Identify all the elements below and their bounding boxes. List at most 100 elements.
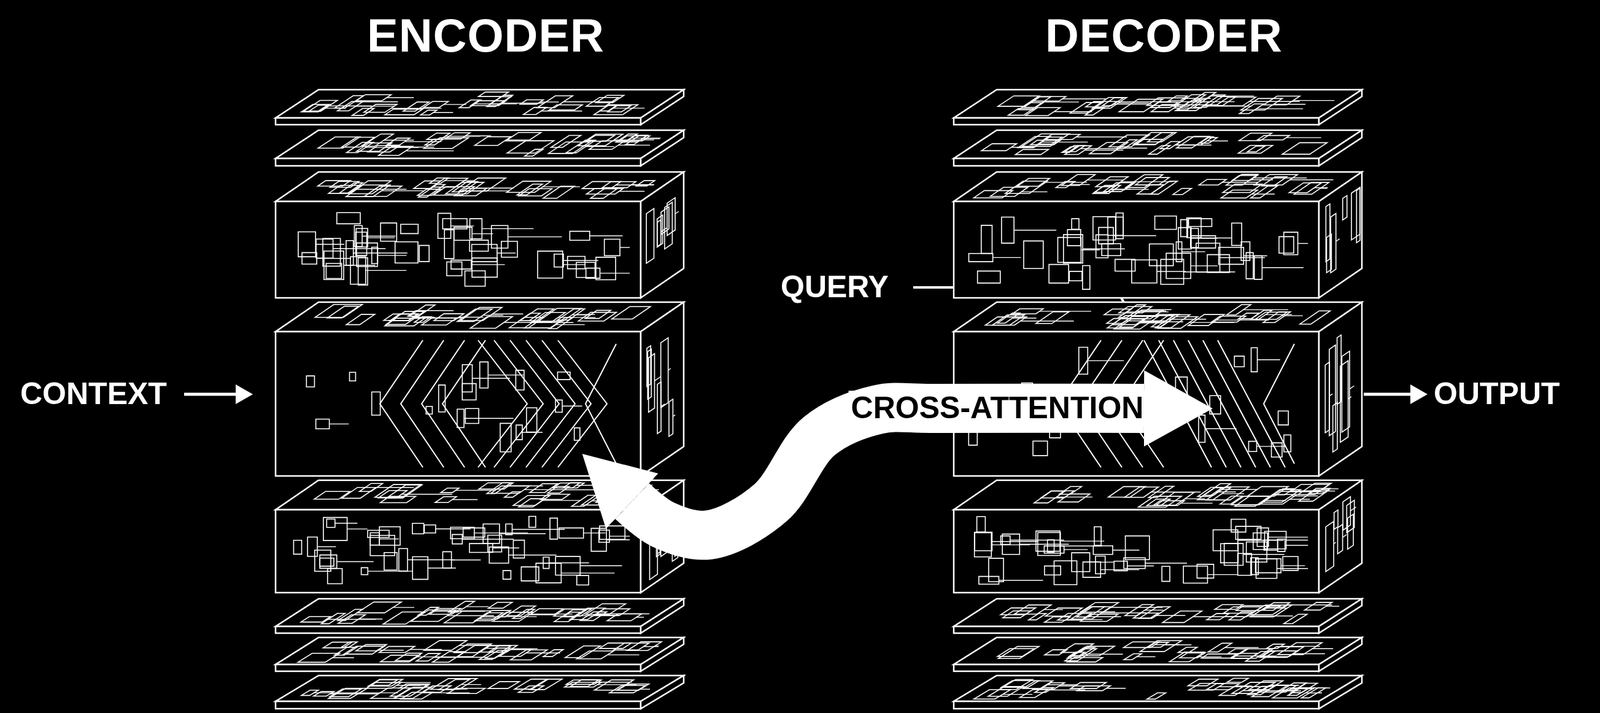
circuit-trace [579, 565, 622, 566]
circuit-chip [1199, 179, 1227, 185]
circuit-trace [392, 606, 415, 607]
circuit-chip [425, 406, 433, 414]
layer-top [275, 479, 684, 510]
circuit-chip [444, 229, 454, 259]
circuit-chip [1282, 142, 1327, 155]
circuit-chip [1329, 344, 1336, 436]
circuit-trace [409, 648, 442, 650]
layer-slab [275, 479, 684, 593]
circuit-trace [1291, 687, 1315, 689]
layer-slab [275, 598, 684, 633]
circuit-chip [1326, 233, 1332, 273]
layer-side [1318, 89, 1362, 125]
circuit-trace [460, 683, 482, 685]
output-label: OUTPUT [1433, 376, 1561, 412]
circuit-chip [316, 238, 334, 258]
circuit-trace [1180, 502, 1213, 504]
circuit-chip [1118, 306, 1152, 313]
circuit-trace [1082, 248, 1125, 250]
circuit-chip [660, 337, 669, 408]
circuit-chip [1234, 355, 1245, 367]
circuit-chip [486, 482, 511, 494]
layer-front [953, 664, 1319, 671]
circuit-trace [1305, 692, 1322, 693]
layer-side [640, 89, 684, 125]
circuit-chip [1277, 538, 1286, 552]
circuit-trace [556, 324, 585, 325]
circuit-trace [1145, 562, 1187, 563]
circuit-chip [1093, 545, 1113, 555]
circuit-trace [1265, 499, 1286, 501]
circuit-trace [1349, 385, 1355, 389]
circuit-chip [442, 551, 452, 568]
input-label: CONTEXT [20, 376, 167, 412]
circuit-trace [367, 570, 413, 571]
circuit-trace [1110, 188, 1131, 190]
query-label: QUERY [780, 269, 889, 306]
circuit-trace [557, 316, 596, 318]
circuit-trace [1191, 237, 1218, 239]
circuit-trace [1062, 98, 1106, 99]
circuit-trace [335, 522, 358, 523]
layer-slab [953, 89, 1362, 125]
layer-top [275, 171, 684, 202]
circuit-chip [1231, 519, 1246, 533]
circuit-chip [648, 353, 655, 412]
circuit-chip [374, 484, 422, 498]
circuit-trace [1049, 689, 1086, 690]
circuit-trace [508, 554, 557, 555]
circuit-trace [1286, 603, 1333, 605]
circuit-trace [1174, 107, 1203, 109]
circuit-chip [1299, 310, 1330, 325]
circuit-chip [322, 238, 341, 266]
chevron-line [541, 340, 592, 468]
circuit-chip [1125, 535, 1150, 560]
circuit-chip [383, 313, 418, 320]
circuit-pattern [1000, 602, 1340, 624]
layer-top [953, 89, 1362, 118]
layer-side [640, 637, 684, 671]
layer-front [275, 700, 641, 709]
circuit-trace [1117, 101, 1172, 102]
circuit-chip [1201, 653, 1237, 658]
circuit-pattern [306, 304, 676, 468]
circuit-chip [1140, 640, 1183, 652]
circuit-pattern [301, 92, 645, 116]
circuit-chip [1199, 137, 1218, 143]
circuit-trace [414, 317, 461, 318]
circuit-pattern [300, 600, 650, 624]
circuit-chip [1028, 613, 1047, 620]
layer-front [275, 117, 641, 125]
layer-slab [275, 89, 684, 125]
circuit-chip [355, 231, 368, 256]
diagonal-line [1217, 340, 1286, 468]
circuit-trace [1221, 488, 1258, 490]
circuit-trace [1225, 646, 1259, 648]
circuit-chip [1226, 678, 1249, 683]
circuit-chip [594, 104, 639, 115]
circuit-trace [998, 579, 1043, 580]
circuit-chip [1240, 241, 1250, 261]
circuit-chip [501, 241, 518, 258]
circuit-chip [1001, 217, 1014, 244]
circuit-chip [657, 219, 661, 247]
circuit-chip [323, 517, 348, 541]
circuit-chip [419, 245, 429, 262]
circuit-trace [1210, 95, 1254, 97]
circuit-trace [455, 489, 496, 491]
circuit-chip [569, 231, 590, 241]
circuit-trace [367, 236, 395, 238]
circuit-trace [576, 313, 595, 315]
circuit-trace [1326, 605, 1340, 606]
circuit-chip [1071, 218, 1079, 229]
circuit-trace [668, 368, 671, 371]
circuit-trace [377, 254, 407, 256]
circuit-trace [1002, 693, 1033, 695]
circuit-chip [599, 642, 632, 649]
layer-slab [953, 598, 1362, 633]
circuit-chip [1118, 99, 1163, 112]
circuit-trace [1147, 309, 1172, 310]
circuit-chip [367, 530, 390, 538]
circuit-trace [354, 189, 407, 190]
circuit-chip [997, 95, 1040, 107]
